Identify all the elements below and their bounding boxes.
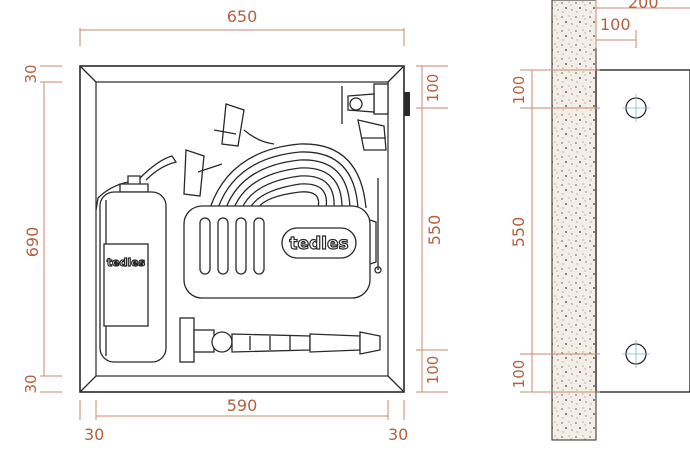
mount-spacing-label: 550 xyxy=(509,217,528,248)
depth-inner-label: 100 xyxy=(600,15,631,34)
margin-top-label: 30 xyxy=(22,64,40,83)
extinguisher-logo: tedles xyxy=(107,256,146,269)
dim-width-total: 650 xyxy=(79,7,405,46)
hose-reel-logo: tedles xyxy=(289,234,348,254)
height-total-label: 690 xyxy=(23,227,42,258)
extinguisher-label xyxy=(103,243,149,327)
fire-extinguisher: tedles xyxy=(95,155,178,363)
side-view: 200 100 100 550 100 xyxy=(509,0,690,441)
hose-reel-logo-plate xyxy=(281,227,357,259)
dim-right-offsets: 100 550 100 xyxy=(416,65,448,393)
depth-total-label: 200 xyxy=(628,0,659,12)
inner-height-label: 550 xyxy=(425,215,444,246)
margin-left-label: 30 xyxy=(84,425,104,444)
hose-reel: tedles xyxy=(183,143,382,299)
width-inner-label: 590 xyxy=(227,396,258,415)
landing-valve xyxy=(341,83,389,151)
top-offset-label: 100 xyxy=(424,74,442,103)
mount-hole-top xyxy=(622,94,650,122)
hose-nozzle-lower xyxy=(183,149,223,197)
side-top-offset-label: 100 xyxy=(510,76,528,105)
cabinet-side-profile xyxy=(595,69,690,393)
margin-right-label: 30 xyxy=(388,425,408,444)
side-bottom-offset-label: 100 xyxy=(510,360,528,389)
side-knob xyxy=(404,92,410,116)
side-dim-vertical: 100 550 100 xyxy=(509,69,600,393)
width-total-label: 650 xyxy=(227,7,258,26)
hose-nozzle-upper xyxy=(213,103,275,147)
wall-section xyxy=(551,0,597,441)
side-dim-depth: 200 100 xyxy=(595,0,690,48)
mount-hole-bottom xyxy=(622,340,650,368)
dim-width-inner: 590 30 30 xyxy=(79,396,408,444)
margin-bottom-label: 30 xyxy=(22,374,40,393)
bottom-offset-label: 100 xyxy=(424,356,442,385)
branch-pipe xyxy=(179,317,381,363)
dim-height-total: 690 30 30 xyxy=(22,64,62,394)
